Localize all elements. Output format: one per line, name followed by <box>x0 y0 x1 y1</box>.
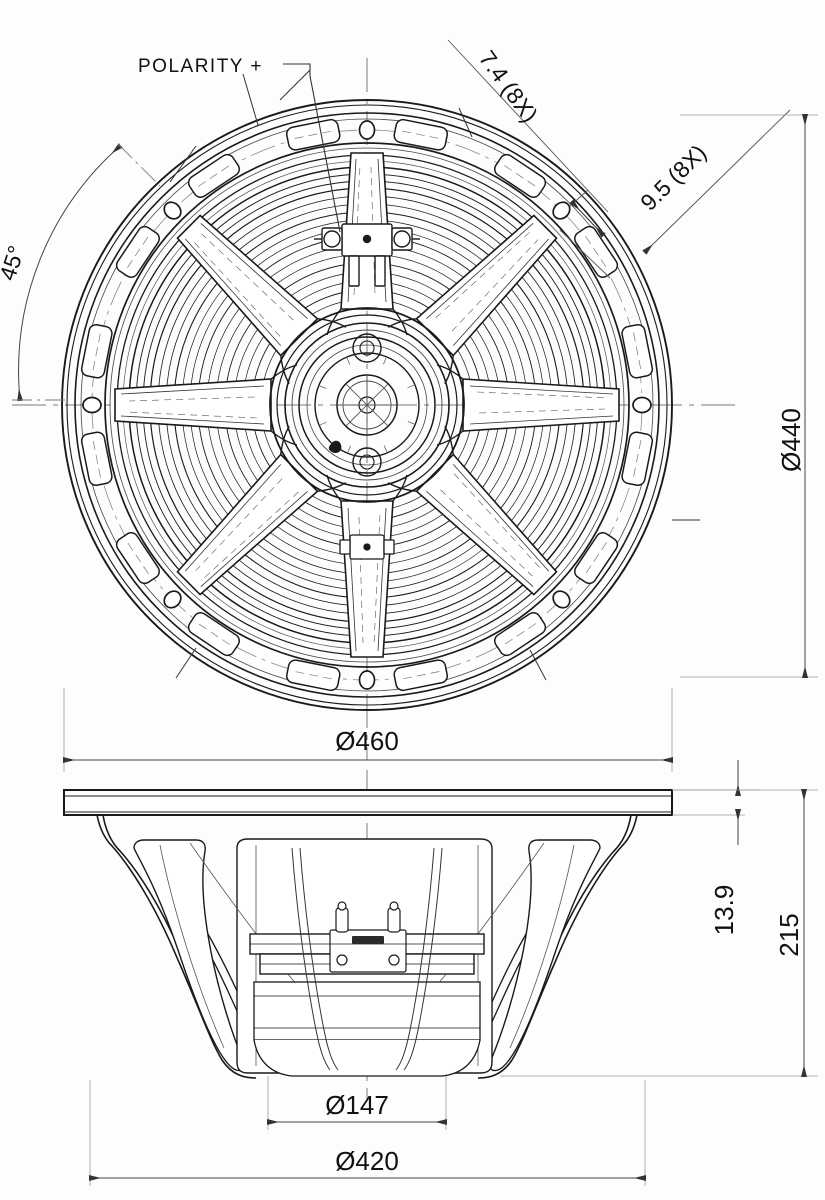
pole-vent-column <box>253 981 481 1077</box>
magnet-diameter-value: Ø147 <box>325 1090 389 1120</box>
outer-diameter-value: Ø460 <box>335 726 399 756</box>
polarity-annotation: POLARITY + <box>138 56 341 233</box>
tinsel-leads-section <box>291 847 443 1071</box>
overall-depth-dimension: 215 <box>500 789 818 1077</box>
cutout-diameter-dimension: Ø420 <box>89 1080 646 1186</box>
terminal-block-bottom <box>339 534 395 560</box>
mounting-holes <box>82 120 652 690</box>
hole-diameter-value: 9.5 (8X) <box>635 139 711 215</box>
section-view <box>63 770 673 1100</box>
terminal-posts-section <box>329 901 407 973</box>
flange-thickness-dimension: 13.9 <box>672 760 760 935</box>
tinsel-lead-marker <box>328 440 342 454</box>
bolt-circle-dimension: Ø440 <box>680 114 818 678</box>
magnet-diameter-dimension: Ø147 <box>267 1076 447 1130</box>
leader-lines <box>169 69 700 681</box>
outer-diameter-dimension: Ø460 <box>63 688 673 772</box>
angle-value: 45° <box>0 242 30 283</box>
terminal-block-top <box>314 223 420 287</box>
mounting-flange <box>63 789 673 816</box>
overall-depth-value: 215 <box>774 913 804 956</box>
front-view <box>12 58 740 760</box>
bolt-circle-value: Ø440 <box>776 408 806 472</box>
flange-thickness-value: 13.9 <box>709 885 739 936</box>
polarity-label: POLARITY + <box>138 56 263 77</box>
angular-dimension: 45° <box>0 143 161 402</box>
slot-width-value: 7.4 (8X) <box>474 46 543 127</box>
hole-diameter-dimension: 9.5 (8X) <box>635 109 791 255</box>
hub-assembly <box>269 307 465 503</box>
cutout-diameter-value: Ø420 <box>335 1146 399 1176</box>
